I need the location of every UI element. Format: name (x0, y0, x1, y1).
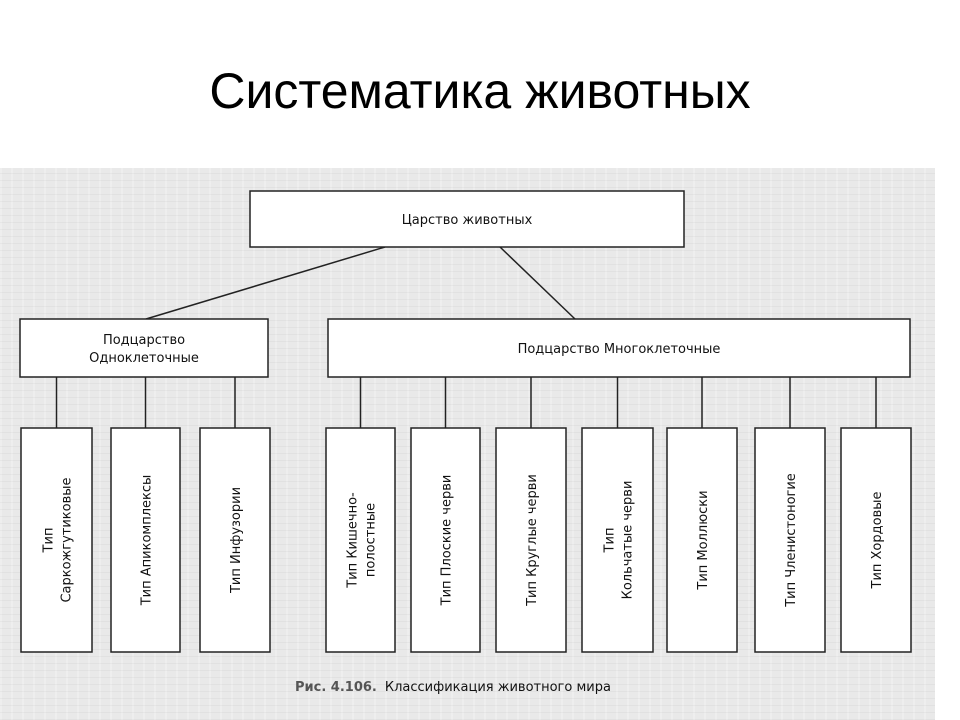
subkingdom-multicellular-label-line: Подцарство Многоклеточные (518, 342, 721, 357)
phylum-label-8: Тип Моллюски (696, 490, 711, 590)
phylum-label-9: Тип Членистоногие (784, 473, 799, 608)
subkingdom-unicellular-label-line: Одноклеточные (89, 351, 199, 366)
phylum-box-5 (410, 427, 481, 653)
phylum-box-1 (20, 427, 93, 653)
phylum-box-3 (199, 427, 271, 653)
phylum-label-4: Тип Кишечно-полостные (346, 492, 379, 589)
kingdom-label: Царство животных (402, 213, 533, 228)
phylum-label-5: Тип Плоские черви (440, 475, 455, 607)
phylum-label-9-line: Тип Членистоногие (784, 473, 799, 608)
subkingdom-unicellular-box (19, 318, 269, 378)
phylum-box-4 (325, 427, 396, 653)
phylum-label-8-line: Тип Моллюски (696, 490, 711, 590)
phylum-label-2: Тип Апикомплексы (140, 475, 155, 607)
caption-text: Рис. 4.106. Классификация животного мира (295, 680, 611, 695)
slide-title: Систематика животных (209, 63, 751, 119)
phylum-label-6-line: Тип Круглые черви (525, 474, 540, 607)
phylum-label-5-line: Тип Плоские черви (440, 475, 455, 607)
phylum-label-3-line: Тип Инфузории (229, 487, 244, 594)
phylum-label-7-line: Кольчатые черви (621, 481, 636, 600)
phylum-label-3: Тип Инфузории (229, 487, 244, 594)
phylum-label-4-line: полостные (364, 503, 379, 577)
phylum-box-7 (581, 427, 654, 653)
phylum-label-7-line: Тип (603, 528, 618, 554)
phylum-label-1-line: Тип (42, 528, 57, 554)
kingdom-box (249, 190, 685, 248)
figure-caption: Рис. 4.106. Классификация животного мира (295, 680, 611, 695)
phylum-label-10-line: Тип Хордовые (870, 491, 885, 589)
phylum-box-10 (840, 427, 912, 653)
kingdom-label-line: Царство животных (402, 213, 533, 228)
connector-kingdom-to-multicellular (499, 246, 576, 320)
phylum-box-2 (110, 427, 181, 653)
caption-figure-number: Рис. 4.106. (295, 680, 377, 695)
phylum-label-10: Тип Хордовые (870, 491, 885, 589)
phylum-label-4-line: Тип Кишечно- (346, 492, 361, 589)
phylum-label-1-line: Саркожгутиковые (60, 477, 75, 602)
caption-description: Классификация животного мира (385, 680, 611, 695)
phylum-label-2-line: Тип Апикомплексы (140, 475, 155, 607)
phylum-label-6: Тип Круглые черви (525, 474, 540, 607)
connector-lines (55, 246, 877, 428)
subkingdom-multicellular-box (327, 318, 911, 378)
phylum-box-6 (495, 427, 567, 653)
phylum-box-9 (754, 427, 826, 653)
subkingdom-unicellular-label-line: Подцарство (103, 333, 185, 348)
connector-kingdom-to-unicellular (145, 246, 386, 320)
phylum-box-8 (666, 427, 738, 653)
subkingdom-multicellular-label: Подцарство Многоклеточные (518, 342, 721, 357)
